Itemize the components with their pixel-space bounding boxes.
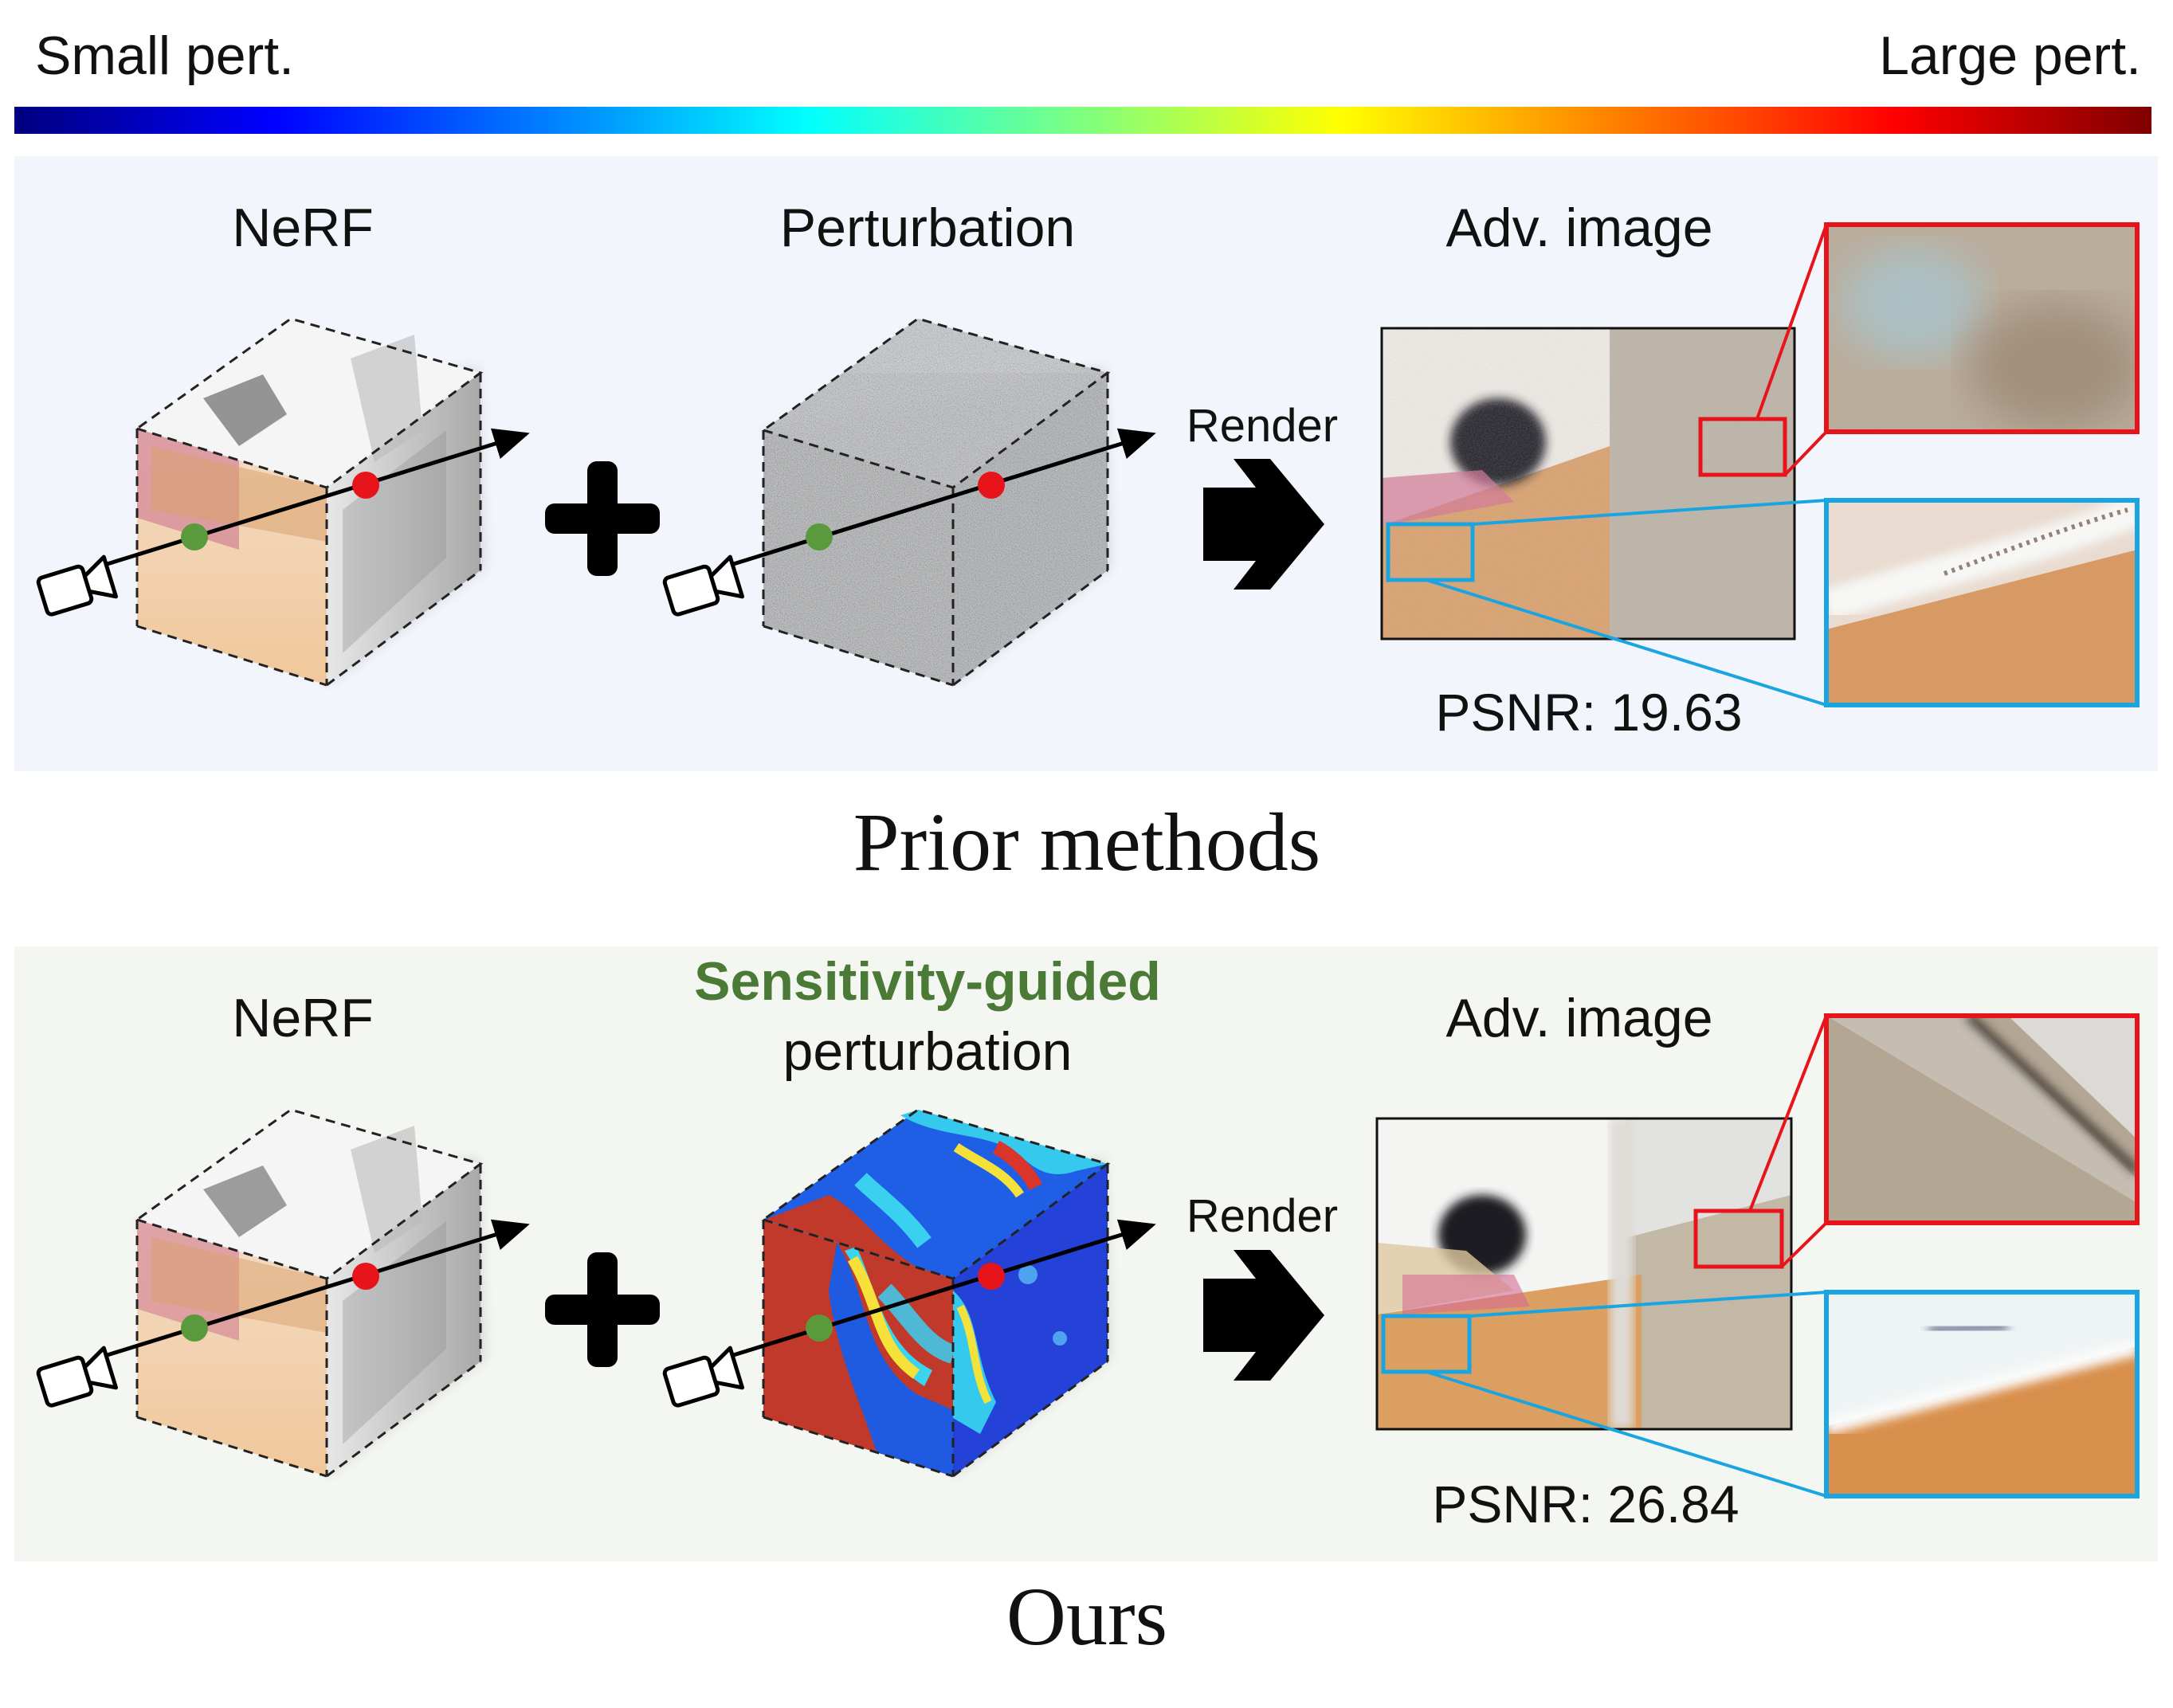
perturbation-highlight-label: Sensitivity-guided	[694, 951, 1161, 1012]
perturbation-label-top: Perturbation	[779, 198, 1076, 258]
legend-large-label: Large pert.	[1879, 25, 2141, 86]
psnr-top: PSNR: 19.63	[1435, 683, 1743, 742]
zoom-box-red	[1698, 417, 1787, 477]
render-label-bottom: Render	[1186, 1190, 1339, 1242]
nerf-cube-top	[134, 317, 484, 687]
adv-image-label-top: Adv. image	[1445, 198, 1713, 258]
zoom-patch-red-bottom	[1824, 1013, 2140, 1225]
render-arrow-icon	[1203, 1250, 1324, 1381]
plus-icon	[545, 1252, 660, 1367]
nerf-label-bottom: NeRF	[232, 988, 374, 1048]
nerf-cube-bottom	[134, 1108, 484, 1478]
ray-bottom-nerf	[101, 1219, 530, 1359]
adv-image-top	[1380, 224, 1828, 707]
adv-image-label-bottom: Adv. image	[1445, 988, 1713, 1048]
zoom-box-red	[1693, 1209, 1784, 1269]
sensitivity-cube	[760, 1108, 1111, 1478]
section-title-ours: Ours	[1006, 1571, 1168, 1663]
render-label-top: Render	[1186, 400, 1339, 452]
camera-icon	[36, 554, 119, 617]
zoom-patch-blue-top	[1824, 498, 2140, 707]
psnr-bottom: PSNR: 26.84	[1432, 1475, 1740, 1534]
plus-icon	[545, 461, 660, 576]
zoom-patch-red-top	[1824, 222, 2140, 434]
point-entry	[181, 523, 208, 550]
ray-top-noise	[728, 428, 1156, 568]
ray-bottom-sens	[728, 1219, 1156, 1359]
ray-top-nerf	[101, 428, 530, 568]
adv-image-bottom	[1375, 1015, 1828, 1498]
zoom-patch-blue-bottom	[1824, 1290, 2140, 1498]
legend-small-label: Small pert.	[35, 25, 294, 86]
nerf-label-top: NeRF	[232, 198, 374, 258]
render-arrow-icon	[1203, 459, 1324, 590]
camera-icon	[662, 1346, 745, 1408]
section-title-prior: Prior methods	[853, 797, 1321, 888]
perturbation-label-bottom: perturbation	[783, 1021, 1073, 1082]
point-exit	[352, 472, 379, 499]
perturbation-colorbar	[14, 107, 2151, 134]
camera-icon	[36, 1346, 119, 1408]
camera-icon	[662, 554, 745, 617]
